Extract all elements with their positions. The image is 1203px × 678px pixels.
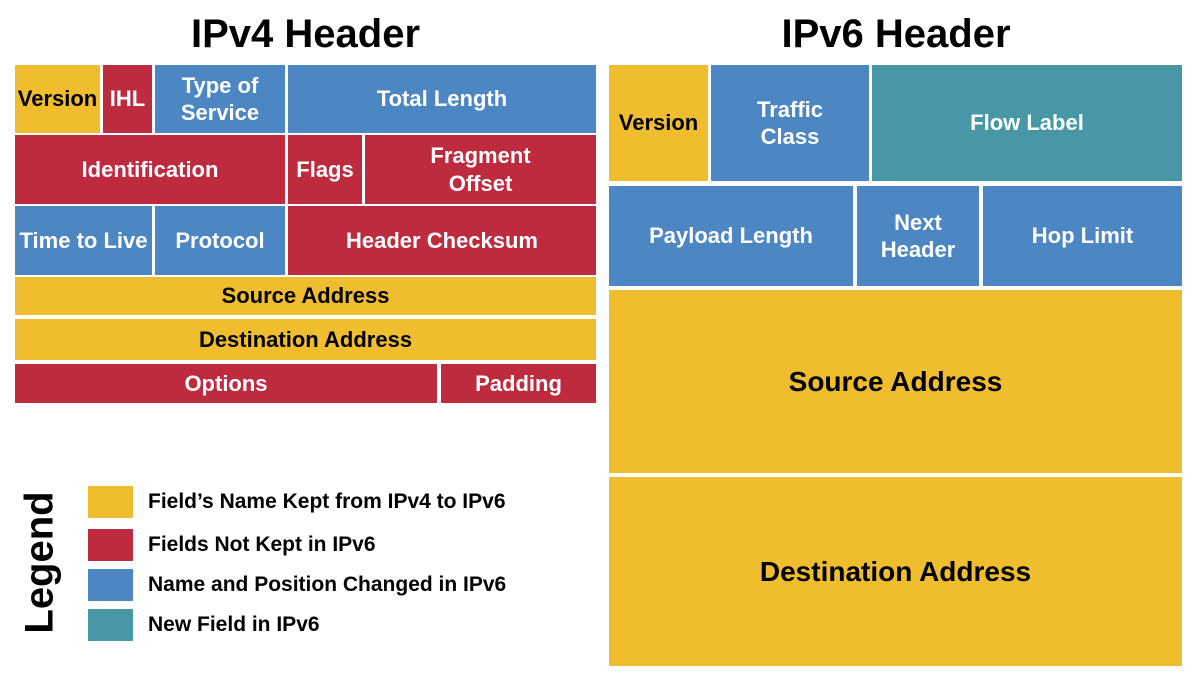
ipv6-header-table: Version Traffic Class Flow Label Payload… [609, 65, 1182, 666]
legend-swatch-yellow [88, 486, 133, 518]
legend-swatch-red [88, 529, 133, 561]
ipv4-field-identification: Identification [15, 135, 285, 204]
ipv4-field-ihl: IHL [103, 65, 152, 133]
ipv6-field-source-address: Source Address [609, 290, 1182, 473]
ipv4-field-total-length: Total Length [288, 65, 596, 133]
ipv4-field-padding: Padding [441, 364, 596, 403]
ipv6-header-title: IPv6 Header [781, 12, 1011, 56]
legend-item-label: Field’s Name Kept from IPv4 to IPv6 [148, 490, 506, 513]
ipv4-field-fragment-offset: Fragment Offset [365, 135, 596, 204]
legend-item-fields-not-kept: Fields Not Kept in IPv6 [88, 529, 376, 561]
legend-item-label: Name and Position Changed in IPv6 [148, 573, 507, 596]
ipv6-field-version: Version [609, 65, 708, 181]
legend-item-label: New Field in IPv6 [148, 613, 320, 636]
ipv6-field-destination-address: Destination Address [609, 477, 1182, 666]
ipv4-field-destination-address: Destination Address [15, 319, 596, 360]
ipv4-header-table: Version IHL Type of Service Total Length… [15, 65, 596, 403]
ipv6-field-hop-limit: Hop Limit [983, 186, 1182, 286]
legend-title: Legend [4, 478, 76, 646]
legend-swatch-teal [88, 609, 133, 641]
ipv4-field-version: Version [15, 65, 100, 133]
ipv6-field-traffic-class: Traffic Class [711, 65, 869, 181]
ipv4-field-type-of-service: Type of Service [155, 65, 285, 133]
ipv4-field-time-to-live: Time to Live [15, 206, 152, 275]
ipv4-field-header-checksum: Header Checksum [288, 206, 596, 275]
ipv6-field-flow-label: Flow Label [872, 65, 1182, 181]
ipv4-field-source-address: Source Address [15, 277, 596, 315]
ipv6-field-next-header: Next Header [857, 186, 979, 286]
ipv6-field-payload-length: Payload Length [609, 186, 853, 286]
ipv4-field-protocol: Protocol [155, 206, 285, 275]
legend-title-text: Legend [17, 490, 62, 634]
ipv4-field-flags: Flags [288, 135, 362, 204]
ipv4-field-options: Options [15, 364, 437, 403]
legend-item-new-field: New Field in IPv6 [88, 609, 320, 641]
legend-swatch-blue [88, 569, 133, 601]
legend-item-field-name-kept: Field’s Name Kept from IPv4 to IPv6 [88, 486, 506, 518]
legend-item-name-position-changed: Name and Position Changed in IPv6 [88, 569, 506, 601]
ipv4-header-title: IPv4 Header [190, 12, 421, 56]
legend-item-label: Fields Not Kept in IPv6 [148, 533, 376, 556]
